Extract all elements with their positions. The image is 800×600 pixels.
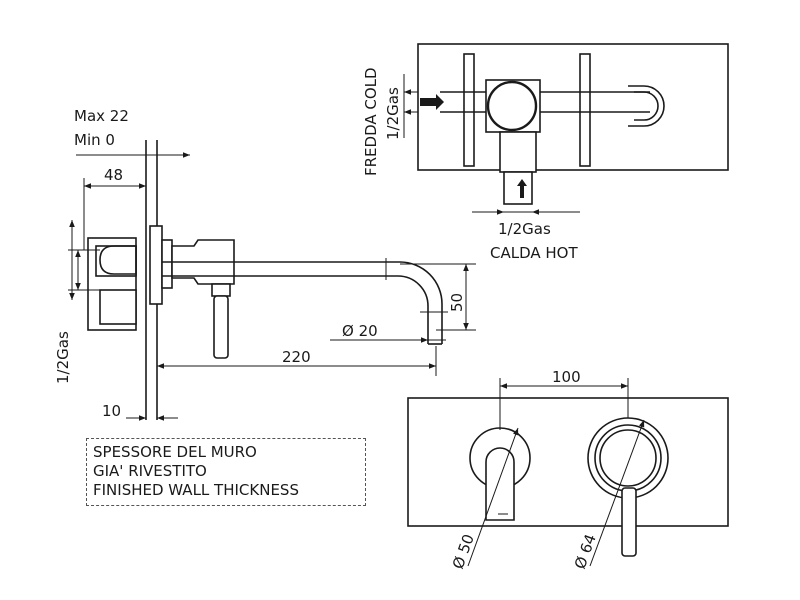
- dim-48-label: 48: [104, 166, 123, 184]
- dim-220-label: 220: [282, 348, 311, 366]
- note-line-1: SPESSORE DEL MURO: [93, 443, 257, 461]
- max-label: Max 22: [74, 107, 129, 125]
- front-view: [407, 378, 729, 567]
- top-view: [403, 43, 729, 215]
- gas-top-label: 1/2Gas: [384, 87, 402, 140]
- note-line-2: GIA' RIVESTITO: [93, 462, 207, 480]
- dim-20-label: Ø 20: [342, 322, 378, 340]
- fredda-cold-label: FREDDA COLD: [362, 67, 380, 176]
- dim-50-label: 50: [448, 293, 466, 312]
- side-view: [68, 140, 476, 421]
- dim-100-label: 100: [552, 368, 581, 386]
- gas-left-label: 1/2Gas: [54, 331, 72, 384]
- wall-thickness-note: SPESSORE DEL MURO GIA' RIVESTITO FINISHE…: [86, 438, 366, 506]
- min-label: Min 0: [74, 131, 115, 149]
- note-line-3: FINISHED WALL THICKNESS: [93, 481, 299, 499]
- calda-hot-label: CALDA HOT: [490, 244, 578, 262]
- gas-bottom-label: 1/2Gas: [498, 220, 551, 238]
- dim-10-label: 10: [102, 402, 121, 420]
